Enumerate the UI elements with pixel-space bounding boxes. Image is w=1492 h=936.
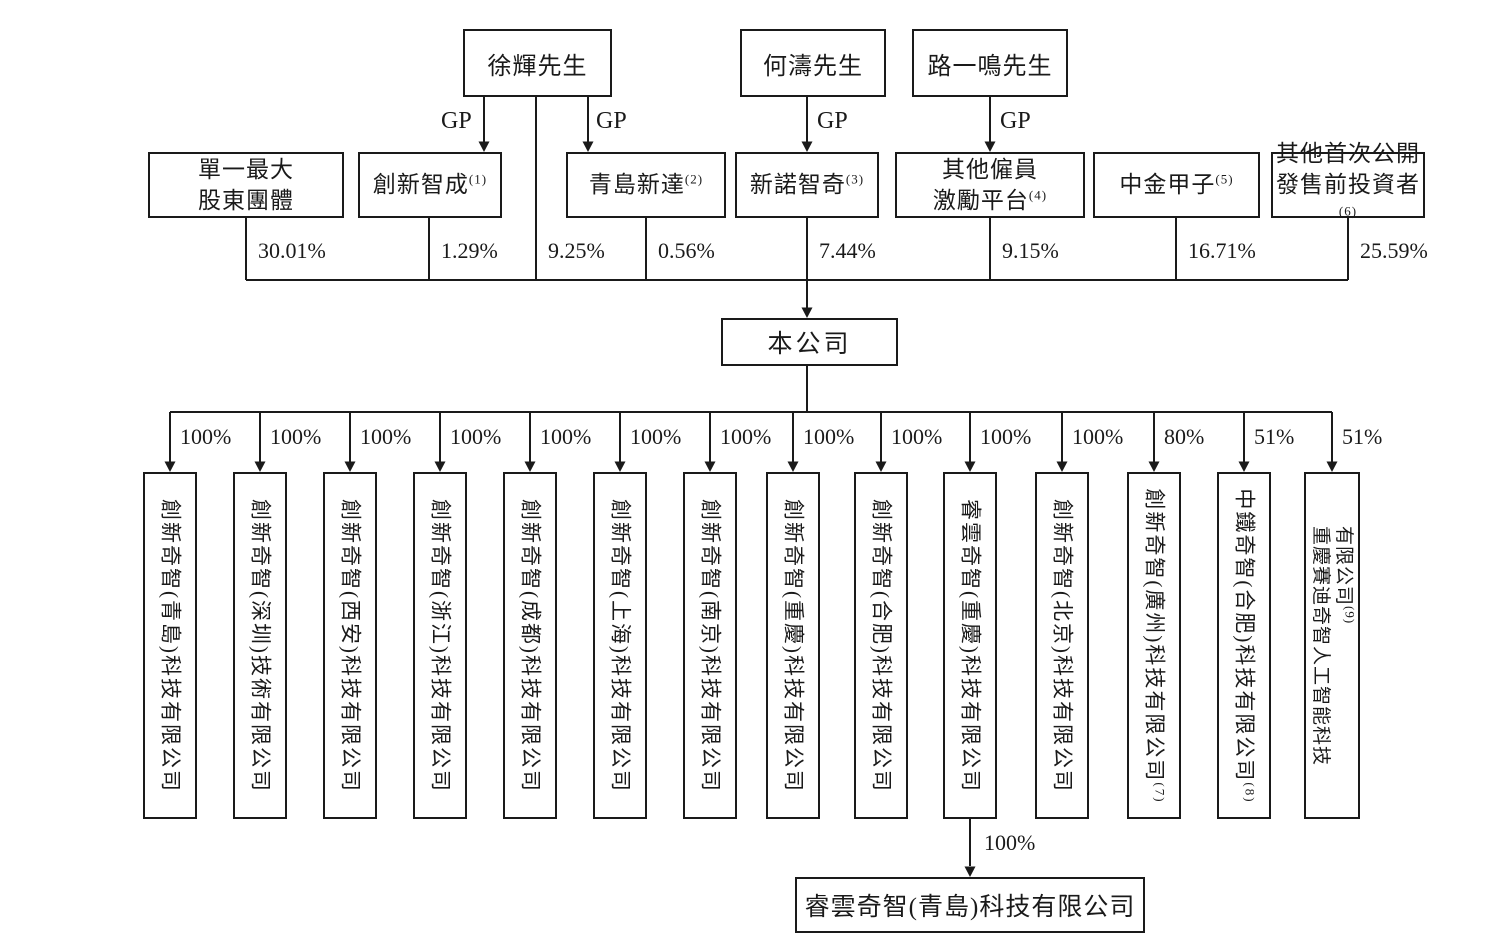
ownership-percentage-label: 30.01% bbox=[258, 238, 326, 263]
box-the-company: 本公司 bbox=[721, 318, 898, 366]
subsidiary-name: 創新奇智(浙江)科技有限公司 bbox=[428, 498, 453, 793]
subsidiary-name: 睿雲奇智(重慶)科技有限公司 bbox=[958, 498, 983, 793]
footnote-marker: (8) bbox=[1242, 781, 1258, 804]
subsidiary-box: 創新奇智(西安)科技有限公司 bbox=[323, 472, 377, 819]
subsidiary-name: 中鐵奇智(合肥)科技有限公司(8) bbox=[1232, 487, 1258, 804]
shareholder-name: 創新智成(1) bbox=[372, 171, 488, 198]
subsidiary-name: 重慶賽迪奇智人工智能科技有限公司(9) bbox=[1310, 525, 1358, 766]
subsidiary-box: 創新奇智(廣州)科技有限公司(7) bbox=[1127, 472, 1181, 819]
subsidiary-percentage-label: 51% bbox=[1254, 424, 1295, 449]
gp-label: GP bbox=[1000, 108, 1031, 134]
box-xinnuo-zhiqi: 新諾智奇(3) bbox=[735, 152, 879, 218]
box-cicc-jiazi: 中金甲子(5) bbox=[1093, 152, 1260, 218]
subsidiary-percentage-label: 100% bbox=[803, 424, 855, 449]
box-single-largest-shareholder-group: 單一最大股東團體 bbox=[148, 152, 344, 218]
subsidiary-box: 重慶賽迪奇智人工智能科技有限公司(9) bbox=[1304, 472, 1360, 819]
subsidiary-box: 睿雲奇智(重慶)科技有限公司 bbox=[943, 472, 997, 819]
subsidiary-box: 創新奇智(深圳)技術有限公司 bbox=[233, 472, 287, 819]
subsidiary-box: 創新奇智(成都)科技有限公司 bbox=[503, 472, 557, 819]
ownership-percentage-label: 7.44% bbox=[819, 238, 876, 263]
box-qingdao-xinda: 青島新達(2) bbox=[566, 152, 726, 218]
subsidiary-percentage-label: 100% bbox=[1072, 424, 1124, 449]
subsidiary-name: 創新奇智(上海)科技有限公司 bbox=[608, 498, 633, 793]
subsidiary-name: 創新奇智(合肥)科技有限公司 bbox=[869, 498, 894, 793]
subsidiary-name: 創新奇智(成都)科技有限公司 bbox=[518, 498, 543, 793]
subsidiary-box: 創新奇智(青島)科技有限公司 bbox=[143, 472, 197, 819]
subsidiary-percentage-label: 100% bbox=[891, 424, 943, 449]
person-name: 徐輝先生 bbox=[487, 53, 588, 80]
box-other-employee-incentive-platforms: 其他僱員激勵平台(4) bbox=[895, 152, 1085, 218]
subsidiary-box: 中鐵奇智(合肥)科技有限公司(8) bbox=[1217, 472, 1271, 819]
sub-subsidiary-name: 睿雲奇智(青島)科技有限公司 bbox=[804, 894, 1136, 921]
subsidiary-name: 創新奇智(北京)科技有限公司 bbox=[1050, 498, 1075, 793]
person-name: 何濤先生 bbox=[763, 53, 863, 80]
connector-line-group bbox=[169, 97, 1349, 866]
footnote-marker: (3) bbox=[845, 171, 865, 187]
box-chuangxin-zhicheng: 創新智成(1) bbox=[358, 152, 502, 218]
shareholder-name: 新諾智奇(3) bbox=[749, 171, 865, 198]
subsidiary-name: 創新奇智(南京)科技有限公司 bbox=[698, 498, 723, 793]
subsidiary-name: 創新奇智(西安)科技有限公司 bbox=[338, 498, 363, 793]
ownership-percentage-label: 25.59% bbox=[1360, 238, 1428, 263]
subsidiary-box: 創新奇智(上海)科技有限公司 bbox=[593, 472, 647, 819]
subsidiary-percentage-label: 80% bbox=[1164, 424, 1205, 449]
subsidiary-percentage-label: 100% bbox=[630, 424, 682, 449]
person-name: 路一鳴先生 bbox=[927, 53, 1053, 80]
company-name: 本公司 bbox=[767, 331, 852, 358]
ownership-percentage-label: 9.15% bbox=[1002, 238, 1059, 263]
ownership-percentage-label: 0.56% bbox=[658, 238, 715, 263]
subsidiary-box: 創新奇智(浙江)科技有限公司 bbox=[413, 472, 467, 819]
subsidiary-name: 創新奇智(重慶)科技有限公司 bbox=[781, 498, 806, 793]
gp-label: GP bbox=[817, 108, 848, 134]
box-ruiyun-qizhi-qingdao: 睿雲奇智(青島)科技有限公司 bbox=[795, 877, 1145, 933]
subsidiary-percentage-label: 100% bbox=[360, 424, 412, 449]
subsidiary-box: 創新奇智(合肥)科技有限公司 bbox=[854, 472, 908, 819]
subsidiary-box: 創新奇智(重慶)科技有限公司 bbox=[766, 472, 820, 819]
shareholder-name: 青島新達(2) bbox=[588, 171, 704, 198]
gp-label: GP bbox=[441, 108, 472, 134]
shareholder-name: 中金甲子(5) bbox=[1119, 171, 1234, 198]
sub-subsidiary-percentage-label: 100% bbox=[984, 830, 1036, 855]
box-mr-xu-hui: 徐輝先生 bbox=[463, 29, 612, 97]
gp-label: GP bbox=[596, 108, 627, 134]
footnote-marker: (5) bbox=[1215, 171, 1234, 187]
subsidiary-name: 創新奇智(青島)科技有限公司 bbox=[158, 498, 183, 793]
subsidiary-percentage-label: 100% bbox=[720, 424, 772, 449]
subsidiary-percentage-label: 100% bbox=[540, 424, 592, 449]
subsidiary-percentage-label: 100% bbox=[980, 424, 1032, 449]
ownership-percentage-label: 16.71% bbox=[1188, 238, 1256, 263]
footnote-marker: (6) bbox=[1338, 202, 1358, 218]
footnote-marker: (4) bbox=[1028, 187, 1048, 203]
subsidiary-percentage-label: 100% bbox=[450, 424, 502, 449]
shareholder-name: 單一最大股東團體 bbox=[198, 156, 294, 213]
subsidiary-box: 創新奇智(北京)科技有限公司 bbox=[1035, 472, 1089, 819]
shareholder-name: 其他首次公開發售前投資者(6) bbox=[1276, 141, 1420, 218]
ownership-percentage-label: 9.25% bbox=[548, 238, 605, 263]
subsidiary-percentage-label: 100% bbox=[180, 424, 232, 449]
box-other-pre-ipo-investors: 其他首次公開發售前投資者(6) bbox=[1271, 141, 1425, 218]
subsidiary-name: 創新奇智(深圳)技術有限公司 bbox=[248, 498, 273, 793]
ownership-percentage-label: 1.29% bbox=[441, 238, 498, 263]
arrowhead-group bbox=[164, 141, 1338, 877]
box-mr-lu-yiming: 路一鳴先生 bbox=[912, 29, 1068, 97]
footnote-marker: (2) bbox=[684, 171, 704, 187]
footnote-marker: (7) bbox=[1152, 781, 1168, 804]
subsidiary-name: 創新奇智(廣州)科技有限公司(7) bbox=[1142, 487, 1168, 804]
subsidiary-percentage-label: 100% bbox=[270, 424, 322, 449]
footnote-marker: (1) bbox=[468, 171, 488, 187]
subsidiary-box: 創新奇智(南京)科技有限公司 bbox=[683, 472, 737, 819]
shareholder-name: 其他僱員激勵平台(4) bbox=[932, 156, 1048, 213]
box-mr-he-tao: 何濤先生 bbox=[740, 29, 886, 97]
footnote-marker: (9) bbox=[1342, 605, 1358, 624]
subsidiary-percentage-label: 51% bbox=[1342, 424, 1383, 449]
